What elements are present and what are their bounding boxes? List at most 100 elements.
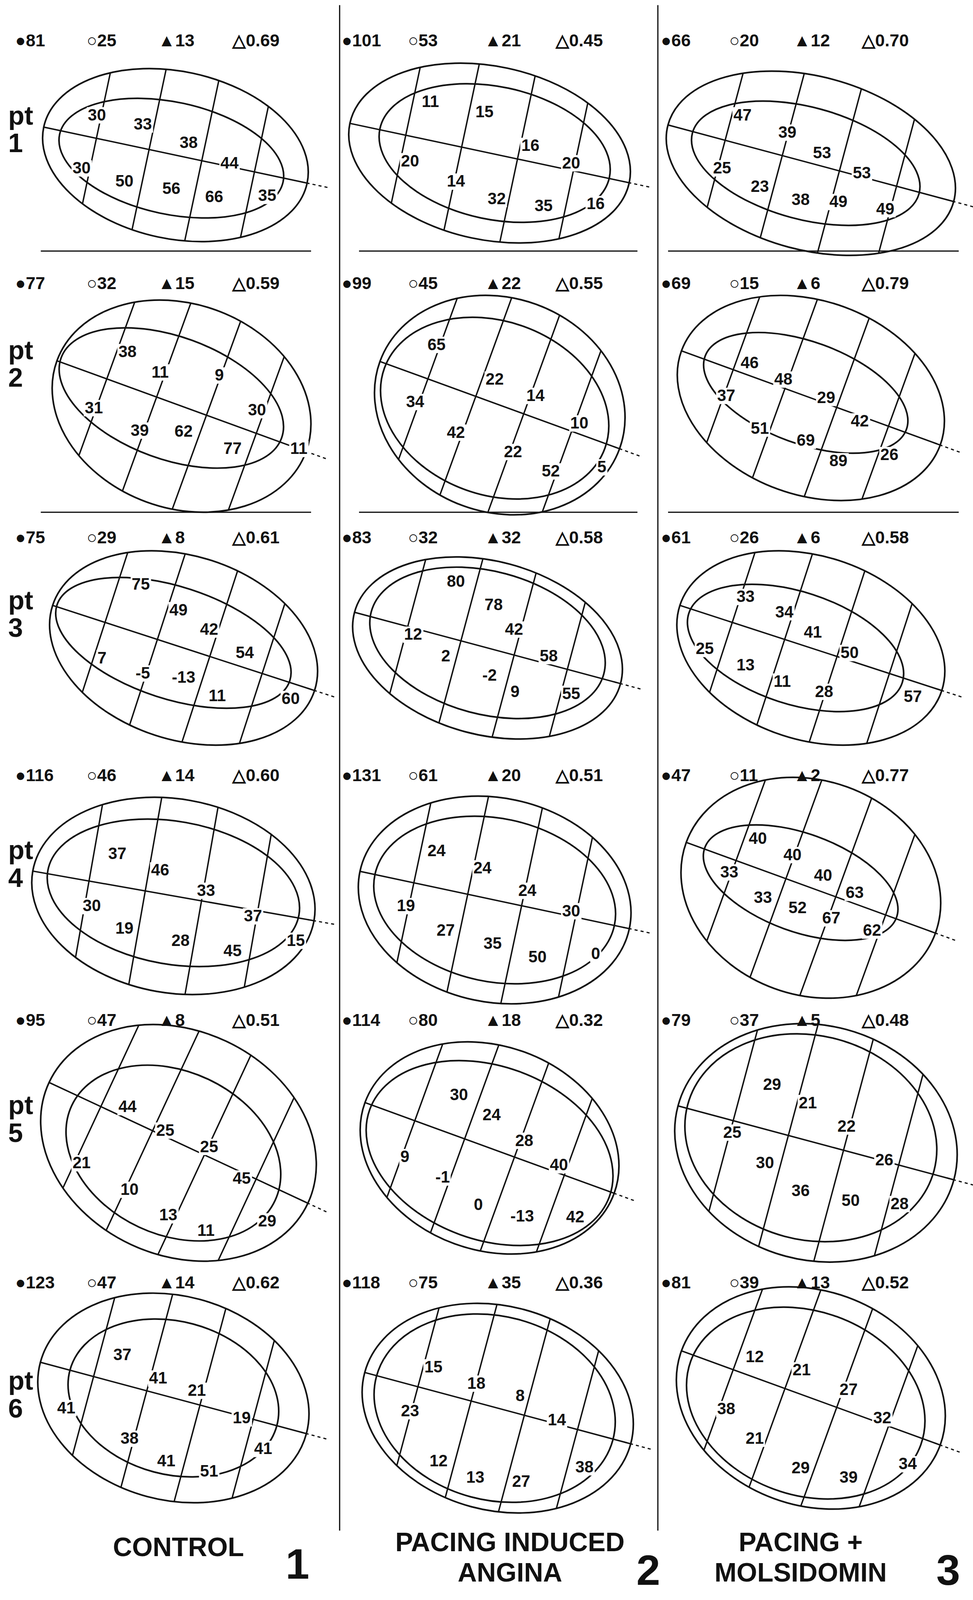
- hemodynamic-value: ▲18: [484, 1011, 521, 1029]
- hemodynamic-value: ●83: [341, 528, 372, 546]
- hemodynamic-value: ○45: [407, 275, 438, 293]
- segment-value: 9: [509, 683, 521, 700]
- end-systolic-outline: [40, 300, 303, 496]
- hemodynamic-value: ●99: [341, 275, 372, 293]
- end-diastolic-outline: [343, 260, 657, 550]
- segment-value: 65: [426, 336, 447, 353]
- chord-line: [677, 699, 795, 1022]
- chord-line: [432, 11, 491, 283]
- axis-extension: [624, 1441, 653, 1450]
- chord-line: [508, 1021, 621, 1328]
- hemodynamic-value: ▲8: [158, 528, 185, 546]
- chord-line: [843, 533, 935, 814]
- segment-value: 62: [861, 922, 883, 939]
- hemodynamic-value: ○32: [407, 528, 438, 546]
- hemodynamic-value: ▲6: [793, 528, 821, 546]
- segment-value: 28: [889, 1195, 910, 1212]
- segment-value: 40: [782, 846, 803, 863]
- segment-value: 56: [161, 180, 182, 197]
- hemodynamic-value: ●131: [341, 766, 382, 784]
- long-axis: [56, 360, 307, 452]
- segment-value: 66: [204, 188, 225, 205]
- axis-extension: [946, 1177, 973, 1186]
- end-systolic-outline: [661, 1005, 961, 1269]
- axis-extension: [622, 181, 652, 188]
- end-diastolic-outline: [331, 528, 643, 768]
- hemodynamic-value: ●79: [661, 1011, 692, 1029]
- long-axis: [32, 870, 314, 921]
- segment-value: 34: [897, 1455, 918, 1472]
- segment-value: 7: [96, 649, 108, 667]
- segment-value: 30: [246, 401, 267, 419]
- chord-line: [216, 533, 308, 814]
- chord-line: [369, 217, 487, 540]
- hemodynamic-value: ○25: [86, 31, 117, 50]
- segment-value: 32: [486, 190, 507, 207]
- segment-value: -2: [481, 666, 498, 684]
- hemodynamic-value: ○47: [86, 1011, 117, 1029]
- segment-value: 37: [112, 1346, 133, 1363]
- segment-value: 15: [474, 104, 495, 121]
- segment-value: 51: [749, 420, 770, 437]
- segment-value: 31: [83, 399, 104, 417]
- long-axis: [679, 604, 942, 691]
- hemodynamic-value: ●77: [15, 275, 46, 293]
- segment-value: 14: [445, 173, 467, 190]
- long-axis: [359, 870, 630, 929]
- hemodynamic-value: ▲15: [158, 275, 195, 293]
- segment-value: 11: [772, 672, 792, 690]
- segment-value: 40: [747, 830, 768, 847]
- long-axis: [43, 127, 308, 184]
- hemodynamic-value: ●118: [341, 1273, 381, 1291]
- axis-extension: [946, 199, 973, 208]
- panel-separator: [657, 4, 659, 1530]
- segment-value: 39: [838, 1468, 859, 1485]
- hemodynamic-value: △0.58: [861, 528, 910, 546]
- patient-label: pt 6: [8, 1366, 34, 1423]
- segment-value: 24: [426, 842, 447, 860]
- chord-line: [684, 938, 782, 1302]
- segment-value: 49: [168, 601, 189, 619]
- segment-value: 39: [777, 124, 798, 141]
- segment-value: 69: [795, 432, 816, 449]
- segment-value: 10: [119, 1181, 140, 1198]
- hemodynamic-value: ○46: [86, 766, 117, 784]
- chord-line: [25, 943, 177, 1269]
- segment-value: 12: [744, 1348, 765, 1365]
- patient-label: pt 5: [8, 1091, 34, 1148]
- segment-value: 19: [395, 897, 417, 914]
- segment-value: 78: [483, 596, 504, 614]
- end-diastolic-outline: [22, 264, 342, 548]
- segment-value: 23: [400, 1402, 421, 1419]
- segment-value: 22: [484, 371, 505, 388]
- chord-line: [739, 953, 837, 1317]
- hemodynamic-value: ●123: [15, 1273, 55, 1291]
- segment-value: 28: [170, 932, 191, 949]
- segment-value: 13: [158, 1206, 179, 1224]
- segment-value: 52: [787, 899, 808, 917]
- chord-line: [746, 21, 819, 290]
- chord-line: [727, 717, 845, 1040]
- segment-value: 47: [732, 106, 753, 124]
- chord-line: [174, 747, 229, 1053]
- segment-value: 38: [119, 1429, 140, 1447]
- segment-value: 18: [466, 1374, 487, 1392]
- chord-line: [465, 252, 583, 575]
- hemodynamic-value: ○80: [407, 1011, 438, 1029]
- segment-value: 50: [527, 948, 548, 965]
- grid-lines: [50, 225, 312, 587]
- segment-value: 21: [797, 1094, 818, 1111]
- end-systolic-outline: [688, 801, 914, 964]
- chord-line: [686, 482, 778, 762]
- chord-line: [150, 261, 263, 569]
- hemodynamic-value: ▲8: [158, 1011, 185, 1029]
- segment-value: 42: [565, 1208, 586, 1226]
- long-axis: [364, 1371, 631, 1444]
- long-axis: [364, 1102, 614, 1193]
- segment-value: 30: [81, 897, 102, 914]
- chord-line: [379, 722, 448, 1042]
- segment-value: 22: [836, 1117, 857, 1135]
- chord-line: [68, 7, 125, 270]
- hemodynamic-value: ▲21: [484, 31, 521, 50]
